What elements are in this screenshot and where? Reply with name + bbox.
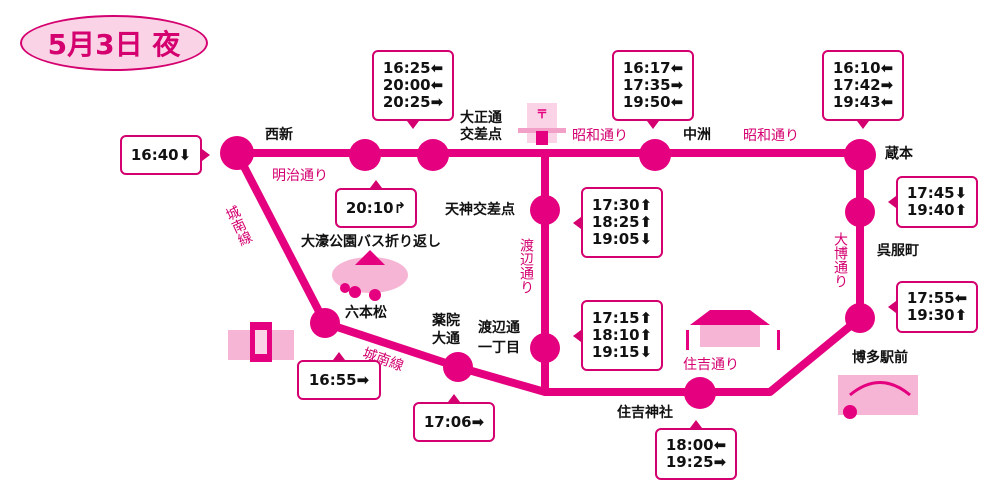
- departure-time: 20:10↱: [345, 198, 407, 217]
- stop-tenjin: [530, 195, 560, 225]
- stop-gofuku: [845, 197, 875, 227]
- departure-time: 16:55➡: [308, 370, 370, 389]
- departure-time: 17:06➡: [423, 412, 485, 431]
- timetable-nakasu: 16:17⬅17:35➡19:50⬅: [612, 50, 694, 129]
- road-showa-2: 昭和通り: [743, 128, 799, 144]
- timetable-yakuin: 17:06➡: [413, 394, 495, 442]
- timetable-kuramoto: 16:10⬅17:42➡19:43⬅: [822, 50, 904, 129]
- stop-hakata: [845, 303, 875, 333]
- departure-time: 17:35➡: [622, 76, 684, 94]
- station-ropponmatsu: 六本松: [345, 305, 387, 321]
- timetable-tenjin: 17:30⬆18:25⬆19:05⬇: [573, 187, 663, 258]
- road-meiji: 明治通り: [272, 168, 328, 184]
- station-kuramoto: 蔵本: [885, 146, 913, 162]
- museum-building-icon: [228, 322, 294, 362]
- station-yakuin-line1: 薬院: [432, 313, 460, 329]
- departure-time: 16:40⬇: [130, 145, 192, 164]
- bus-stops: [220, 136, 876, 409]
- station-gofuku: 呉服町: [877, 243, 919, 259]
- departure-time: 19:05⬇: [591, 230, 653, 248]
- departure-time: 19:43⬅: [832, 93, 894, 111]
- station-nakasu: 中洲: [683, 127, 711, 143]
- station-taisho-line1: 大正通: [460, 110, 502, 126]
- departure-time: 17:45⬇: [906, 184, 968, 202]
- station-yakuin-line2: 大通: [432, 331, 460, 347]
- stop-kuramoto: [844, 139, 876, 171]
- departure-time: 16:17⬅: [622, 59, 684, 77]
- stop-yakuin: [443, 352, 473, 382]
- stop-taisho: [417, 139, 449, 171]
- station-hakata: 博多駅前: [852, 350, 908, 366]
- date-title-badge: 5月3日 夜: [20, 15, 208, 71]
- sumiyoshi-shrine-icon: [686, 310, 780, 350]
- departure-time: 19:15⬇: [591, 343, 653, 361]
- stop-nakasu: [639, 139, 671, 171]
- svg-text:〒: 〒: [536, 107, 548, 121]
- station-sumiyoshi: 住吉神社: [617, 405, 673, 421]
- stop-ohori: [349, 139, 381, 171]
- ohori-park-icon: [332, 250, 408, 301]
- departure-time: 19:50⬅: [622, 93, 684, 111]
- departure-time: 20:25➡: [382, 93, 444, 111]
- timetable-sumiyoshi: 18:00⬅19:25➡: [655, 420, 737, 480]
- timetable-ohori: 20:10↱: [335, 180, 417, 228]
- timetable-nishijin: 16:40⬇: [120, 135, 210, 175]
- stop-nishijin: [220, 136, 254, 170]
- departure-time: 17:55⬅: [906, 289, 968, 307]
- timetable-hakata: 17:55⬅19:30⬆: [888, 281, 978, 333]
- departure-time: 18:00⬅: [665, 436, 727, 454]
- station-watanabe-line2: 一丁目: [478, 340, 520, 356]
- hakata-station-icon: [838, 375, 918, 419]
- road-showa-1: 昭和通り: [572, 128, 628, 144]
- departure-time: 17:15⬆: [591, 309, 653, 327]
- stop-ropponmatsu: [310, 308, 340, 338]
- landmark-illustrations: 〒: [228, 103, 918, 419]
- stop-watanabe: [530, 333, 560, 363]
- post-office-icon: 〒: [518, 103, 566, 145]
- departure-time: 17:42➡: [832, 76, 894, 94]
- station-tenjin: 天神交差点: [445, 202, 515, 218]
- station-watanabe-line1: 渡辺通: [478, 320, 520, 336]
- road-taihaku: 大博通り: [832, 232, 848, 288]
- departure-time: 19:40⬆: [906, 201, 968, 219]
- departure-time: 19:30⬆: [906, 306, 968, 324]
- date-title: 5月3日 夜: [47, 28, 181, 61]
- departure-time: 16:10⬅: [832, 59, 894, 77]
- station-nishijin: 西新: [265, 127, 293, 143]
- departure-time: 17:30⬆: [591, 196, 653, 214]
- timetable-ropponmatsu: 16:55➡: [297, 352, 381, 400]
- road-sumiyoshi: 住吉通り: [683, 357, 739, 373]
- stop-sumiyoshi: [684, 377, 716, 409]
- station-ohori: 大濠公園バス折り返し: [301, 234, 441, 250]
- departure-time: 20:00⬅: [382, 76, 444, 94]
- departure-time: 19:25➡: [665, 453, 727, 471]
- road-watanabe: 渡辺通り: [518, 238, 534, 294]
- departure-time: 18:25⬆: [591, 213, 653, 231]
- timetable-taisho: 16:25⬅20:00⬅20:25➡: [372, 50, 454, 129]
- departure-time: 18:10⬆: [591, 326, 653, 344]
- station-taisho-line2: 交差点: [460, 127, 502, 143]
- timetable-gofuku: 17:45⬇19:40⬆: [888, 176, 978, 228]
- timetable-watanabe: 17:15⬆18:10⬆19:15⬇: [573, 300, 663, 371]
- departure-time: 16:25⬅: [382, 59, 444, 77]
